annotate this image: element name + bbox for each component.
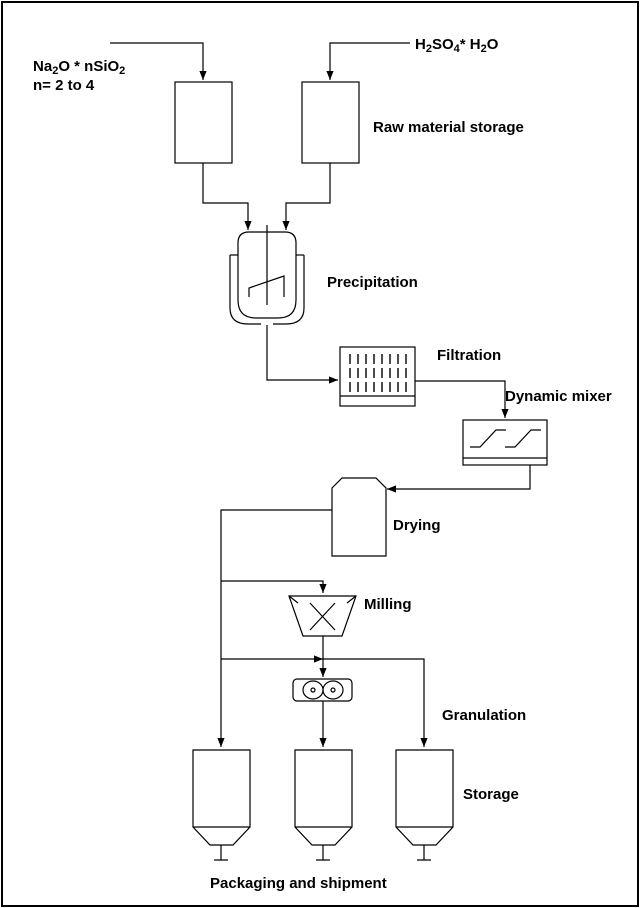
label-filtration: Filtration [437, 347, 502, 364]
water-mid: * H [459, 36, 481, 53]
label-dynamic-mixer: Dynamic mixer [505, 388, 612, 405]
na-symbol: Na [33, 58, 53, 75]
label-raw-material-storage: Raw material storage [373, 119, 524, 136]
raw-material-tank-left [174, 81, 233, 164]
water-subscript: 2 [480, 43, 487, 55]
line-tank-right-to-reactor [282, 163, 331, 230]
feed-line-silicate [110, 42, 207, 80]
feed-line-acid [326, 42, 410, 80]
label-precipitation: Precipitation [327, 274, 418, 291]
silicate-mid: O * nSiO [58, 58, 120, 75]
filter-unit [339, 346, 416, 407]
storage-silo-2 [294, 749, 353, 861]
raw-material-tank-right [301, 81, 360, 164]
silicate-ratio-label: n= 2 to 4 [33, 77, 95, 94]
line-to-mill [221, 580, 327, 593]
label-storage: Storage [463, 786, 519, 803]
line-to-right-storage [323, 658, 428, 747]
line-mixer-to-dryer [387, 465, 531, 493]
precipitation-reactor [229, 225, 305, 325]
label-drying: Drying [393, 517, 441, 534]
line-reactor-to-filter [266, 325, 338, 384]
granulator-unit [292, 678, 353, 702]
h-subscript: 2 [425, 43, 432, 55]
line-filter-to-mixer [415, 380, 509, 418]
so-subscript: 4 [453, 43, 460, 55]
dryer-unit [331, 477, 387, 557]
storage-silo-3 [395, 749, 454, 861]
h-symbol: H [415, 36, 426, 53]
dynamic-mixer [462, 419, 548, 466]
storage-silo-1 [192, 749, 251, 861]
sodium-silicate-formula: Na2O * nSiO2 [33, 58, 126, 77]
sio-subscript: 2 [119, 65, 126, 77]
water-o: O [486, 36, 499, 53]
line-dryer-to-bypass [217, 509, 332, 747]
acid-formula: H2SO4* H2O [415, 36, 499, 55]
so-symbol: SO [431, 36, 454, 53]
label-packaging-shipment: Packaging and shipment [210, 875, 387, 892]
na-subscript: 2 [52, 65, 59, 77]
milling-unit [288, 595, 357, 637]
line-tank-left-to-reactor [202, 163, 252, 230]
label-granulation: Granulation [442, 707, 527, 724]
label-milling: Milling [364, 596, 412, 613]
